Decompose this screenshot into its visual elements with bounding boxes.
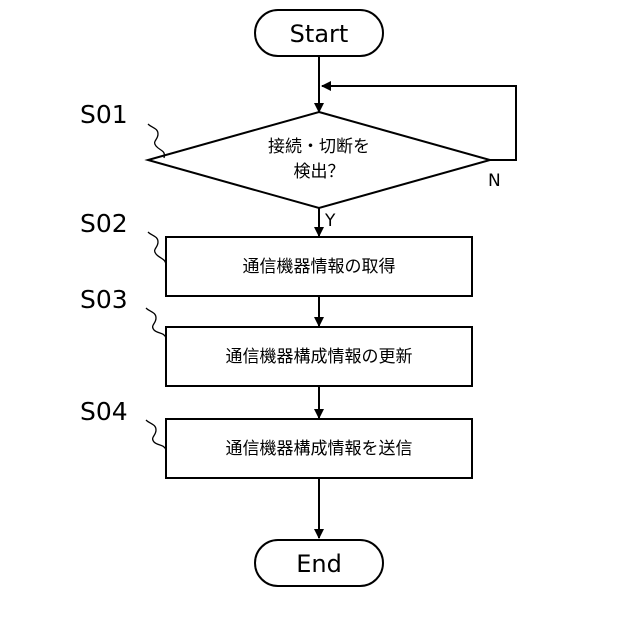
decision-line2: 検出？ (294, 162, 345, 182)
no-label: N (488, 171, 501, 191)
process-label-s03: 通信機器構成情報の更新 (226, 347, 413, 367)
leader-s02 (148, 232, 166, 266)
process-label-s04: 通信機器構成情報を送信 (226, 439, 413, 459)
leader-s01 (148, 124, 164, 158)
step-id-s04: S04 (80, 397, 128, 426)
step-id-s01: S01 (80, 100, 128, 129)
leader-s03 (146, 308, 166, 338)
start-label: Start (290, 20, 349, 48)
step-id-s03: S03 (80, 285, 128, 314)
decision-line1: 接続・切断を (268, 137, 370, 157)
end-label: End (296, 550, 342, 578)
decision-diamond (148, 112, 490, 208)
process-label-s02: 通信機器情報の取得 (243, 257, 396, 277)
step-id-s02: S02 (80, 209, 128, 238)
leader-s04 (146, 420, 166, 450)
yes-label: Y (324, 211, 336, 231)
